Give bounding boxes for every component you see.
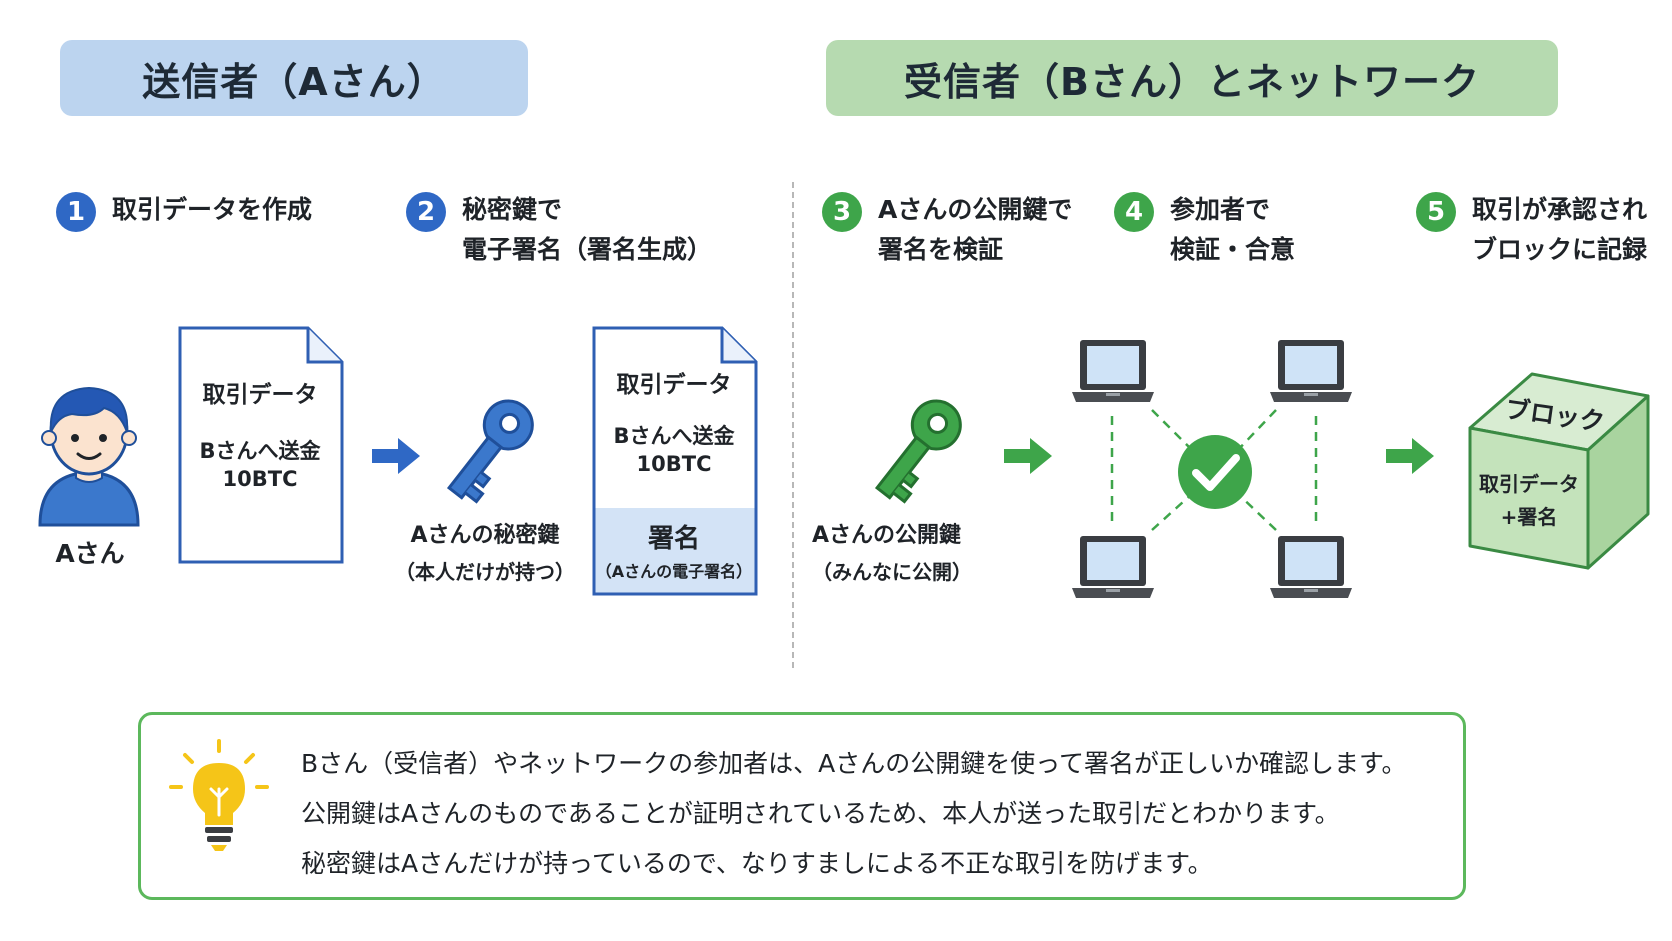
arrow-right-icon (1004, 438, 1052, 474)
sender-header: 送信者（Aさん） (60, 40, 528, 116)
step-5-text-line2: ブロックに記録 (1472, 235, 1648, 264)
info-note: Bさん（受信者）やネットワークの参加者は、Aさんの公開鍵を使って署名が正しいか確… (138, 712, 1466, 900)
step-4-text-line2: 検証・合意 (1170, 235, 1296, 264)
step-3-text-line2: 署名を検証 (878, 235, 1004, 264)
block-line2: +署名 (1500, 505, 1558, 529)
step-3-text-line1: Aさんの公開鍵で (878, 195, 1073, 224)
private-key-icon (446, 399, 534, 504)
private-key-sub: （本人だけが持つ） (395, 560, 575, 584)
block-line1: 取引データ (1479, 472, 1579, 496)
step-4-number: 4 (1114, 192, 1154, 232)
laptop-icon (1072, 340, 1154, 402)
step-2-text-line2: 電子署名（署名生成） (462, 235, 713, 264)
doc1-title: 取引データ (202, 382, 318, 408)
check-icon (1178, 435, 1252, 509)
step-5: 5 取引が承認され ブロックに記録 (1416, 190, 1647, 270)
public-key-icon (874, 399, 962, 504)
note-line-3: 秘密鍵はAさんだけが持っているので、なりすましによる不正な取引を防げます。 (301, 849, 1213, 878)
step-5-number: 5 (1416, 192, 1456, 232)
step-1-text: 取引データを作成 (112, 195, 313, 224)
laptop-icon (1270, 536, 1352, 598)
network-diagram (1072, 340, 1352, 598)
laptop-icon (1072, 536, 1154, 598)
person-label: Aさん (55, 539, 125, 568)
section-divider (792, 182, 794, 668)
block-icon (1468, 372, 1650, 570)
step-4-text-line1: 参加者で (1170, 195, 1271, 224)
step-1-number: 1 (56, 192, 96, 232)
public-key-sub: （みんなに公開） (812, 560, 972, 584)
step-2: 2 秘密鍵で 電子署名（署名生成） (406, 190, 712, 270)
step-5-text-line1: 取引が承認され (1472, 195, 1648, 224)
note-line-1: Bさん（受信者）やネットワークの参加者は、Aさんの公開鍵を使って署名が正しいか確… (301, 749, 1407, 778)
person-icon (38, 386, 140, 527)
doc2-title: 取引データ (616, 372, 732, 398)
public-key-label: Aさんの公開鍵 (812, 523, 962, 548)
step-3: 3 Aさんの公開鍵で 署名を検証 (822, 190, 1072, 270)
step-4: 4 参加者で 検証・合意 (1114, 190, 1295, 270)
step-1: 1 取引データを作成 (56, 190, 312, 232)
signature-title: 署名 (647, 524, 700, 554)
step-2-text-line1: 秘密鍵で (462, 195, 563, 224)
step-3-number: 3 (822, 192, 862, 232)
arrow-right-icon (1386, 438, 1434, 474)
step-2-number: 2 (406, 192, 446, 232)
private-key-label: Aさんの秘密鍵 (410, 523, 560, 548)
laptop-icon (1270, 340, 1352, 402)
document-icon (178, 326, 344, 564)
doc1-line1: Bさんへ送金 (199, 439, 321, 463)
signature-sub: （Aさんの電子署名） (595, 562, 753, 581)
receiver-header: 受信者（Bさん）とネットワーク (826, 40, 1558, 116)
doc2-line1: Bさんへ送金 (613, 424, 735, 448)
note-line-2: 公開鍵はAさんのものであることが証明されているため、本人が送った取引だとわかりま… (301, 799, 1340, 828)
doc1-line2: 10BTC (222, 467, 298, 491)
doc2-line2: 10BTC (636, 452, 712, 476)
signed-document-icon (592, 326, 758, 596)
lightbulb-icon (169, 739, 269, 851)
arrow-right-icon (372, 438, 420, 474)
